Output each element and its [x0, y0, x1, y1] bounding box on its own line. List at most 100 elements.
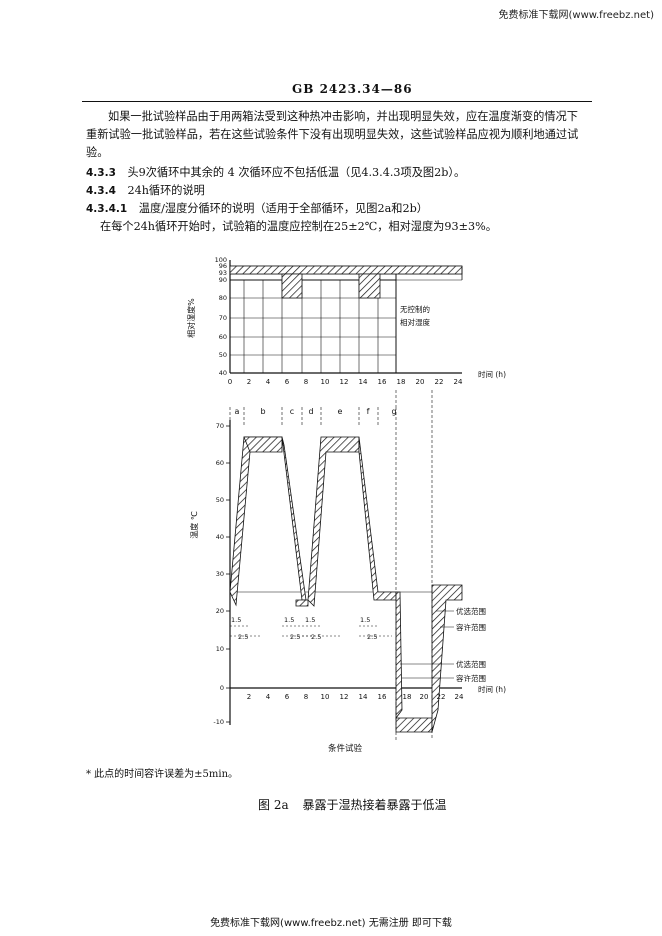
dim-2-5: 2.5 [367, 633, 377, 641]
y-tick: 80 [219, 294, 227, 302]
section-text: 头9次循环中其余的 4 次循环应不包括低温（见4.3.4.3项及图2b）。 [127, 166, 466, 179]
temperature-axis-label: 温度 ℃ [189, 511, 199, 539]
y-tick: 93 [219, 269, 227, 277]
section-number: 4.3.4.1 [86, 203, 128, 215]
y-tick: 50 [219, 351, 227, 359]
dim-1-5: 1.5 [284, 616, 294, 624]
watermark-top: 免费标准下载网(www.freebz.net) [498, 10, 654, 21]
x-tick: 14 [359, 378, 368, 386]
y-tick: 70 [219, 314, 227, 322]
x-tick: 20 [420, 693, 429, 701]
y-tick: 40 [216, 533, 224, 541]
x-tick: 22 [435, 378, 444, 386]
y-tick: 60 [216, 459, 224, 467]
dim-1-5: 1.5 [231, 616, 241, 624]
dim-2-5: 2.5 [290, 633, 300, 641]
figure-footnote: * 此点的时间容许误差为±5min。 [86, 769, 239, 780]
paragraph-1-line-1: 如果一批试验样品由于用两箱法受到这种热冲击影响，并出现明显失效，应在温度渐变的情… [108, 110, 578, 123]
dim-2-5: 2.5 [311, 633, 321, 641]
humidity-dip-1 [281, 273, 303, 299]
uncontrolled-humidity-label-1: 无控制的 [400, 304, 430, 314]
x-tick: 2 [247, 378, 251, 386]
phase-g: g [391, 407, 396, 416]
humidity-y-ticks: 100 96 93 90 80 70 60 50 40 [215, 256, 227, 377]
y-tick: 70 [216, 422, 224, 430]
condition-test-label: 条件试验 [328, 743, 363, 754]
humidity-axis-label: 相对湿度% [186, 298, 196, 338]
x-tick: 4 [266, 378, 271, 386]
x-tick: 24 [454, 378, 463, 386]
x-tick: 12 [340, 693, 349, 701]
x-tick: 16 [378, 693, 387, 701]
figure-caption: 图 2a 暴露于湿热接着暴露于低温 [258, 796, 446, 813]
x-tick: 22 [437, 693, 446, 701]
x-tick: 4 [266, 693, 271, 701]
x-tick: 12 [340, 378, 349, 386]
section-text: 温度/湿度分循环的说明（适用于全部循环，见图2a和2b） [138, 202, 428, 215]
y-tick: 30 [216, 570, 224, 578]
header-rule [82, 101, 592, 102]
section-4-3-4-1: 4.3.4.1 温度/湿度分循环的说明（适用于全部循环，见图2a和2b） [86, 200, 428, 216]
phase-labels: a b c d e f g [235, 407, 397, 416]
section-4-3-3: 4.3.3 头9次循环中其余的 4 次循环应不包括低温（见4.3.4.3项及图2… [86, 164, 465, 180]
x-tick: 14 [359, 693, 368, 701]
uncontrolled-humidity-label-2: 相对湿度 [400, 317, 430, 327]
caption-number: 图 2a [258, 798, 289, 812]
phase-c: c [290, 407, 294, 416]
y-tick: 90 [219, 276, 227, 284]
x-tick: 6 [285, 693, 290, 701]
x-tick: 18 [397, 378, 406, 386]
x-tick: 2 [247, 693, 251, 701]
dim-1-5: 1.5 [360, 616, 370, 624]
y-tick: 0 [220, 684, 224, 692]
section-number: 4.3.4 [86, 185, 116, 197]
temperature-y-ticks: 70 60 50 40 30 20 10 0 -10 [213, 422, 224, 726]
phase-e: e [338, 407, 343, 416]
x-tick: 24 [455, 693, 464, 701]
temperature-x-ticks: 2 4 6 8 10 12 14 16 18 20 22 24 [247, 693, 464, 701]
temperature-chart: 温度 ℃ [189, 390, 506, 754]
paragraph-1-line-3: 验。 [86, 146, 109, 159]
standard-number: GB 2423.34—86 [292, 82, 413, 96]
y-tick: -10 [213, 718, 224, 726]
section-4-3-4: 4.3.4 24h循环的说明 [86, 182, 205, 198]
tolerance-range-lower: 容许范围 [456, 673, 486, 683]
dim-1-5: 1.5 [305, 616, 315, 624]
x-tick: 16 [378, 378, 387, 386]
x-tick: 8 [304, 693, 308, 701]
x-tick: 0 [228, 378, 232, 386]
range-labels: 优选范围 容许范围 优选范围 容许范围 [456, 606, 486, 683]
tolerance-range-upper: 容许范围 [456, 622, 486, 632]
phase-d: d [308, 407, 313, 416]
y-tick: 40 [219, 369, 227, 377]
humidity-x-ticks: 0 2 4 6 8 10 12 14 16 18 20 22 24 [228, 378, 463, 386]
dim-2-5: 2.5 [238, 633, 248, 641]
section-text: 24h循环的说明 [127, 184, 205, 197]
y-tick: 60 [219, 333, 227, 341]
phase-b: b [260, 407, 265, 416]
paragraph-2: 在每个24h循环开始时，试验箱的温度应控制在25±2℃，相对湿度为93±3%。 [100, 220, 497, 233]
x-tick: 18 [403, 693, 412, 701]
humidity-upper-band [229, 265, 463, 275]
x-tick: 6 [285, 378, 290, 386]
x-tick: 20 [416, 378, 425, 386]
preferred-range-lower: 优选范围 [456, 659, 486, 669]
section-number: 4.3.3 [86, 167, 116, 179]
humidity-x-axis-label: 时间 (h) [478, 369, 506, 379]
phase-f: f [367, 407, 370, 416]
y-tick: 10 [216, 645, 224, 653]
temperature-x-axis-label: 时间 (h) [478, 684, 506, 694]
x-tick: 10 [321, 693, 330, 701]
watermark-bottom: 免费标准下载网(www.freebz.net) 无需注册 即可下载 [210, 918, 452, 929]
y-tick: 20 [216, 607, 224, 615]
y-tick: 50 [216, 496, 224, 504]
y-tick: 100 [215, 256, 227, 264]
paragraph-1: 如果一批试验样品由于用两箱法受到这种热冲击影响，并出现明显失效，应在温度渐变的情… [86, 108, 602, 162]
phase-a: a [235, 407, 240, 416]
preferred-range-upper: 优选范围 [456, 606, 486, 616]
x-tick: 10 [321, 378, 330, 386]
humidity-chart: 相对湿度% [186, 256, 506, 386]
humidity-dip-2 [358, 273, 381, 299]
x-tick: 8 [304, 378, 308, 386]
